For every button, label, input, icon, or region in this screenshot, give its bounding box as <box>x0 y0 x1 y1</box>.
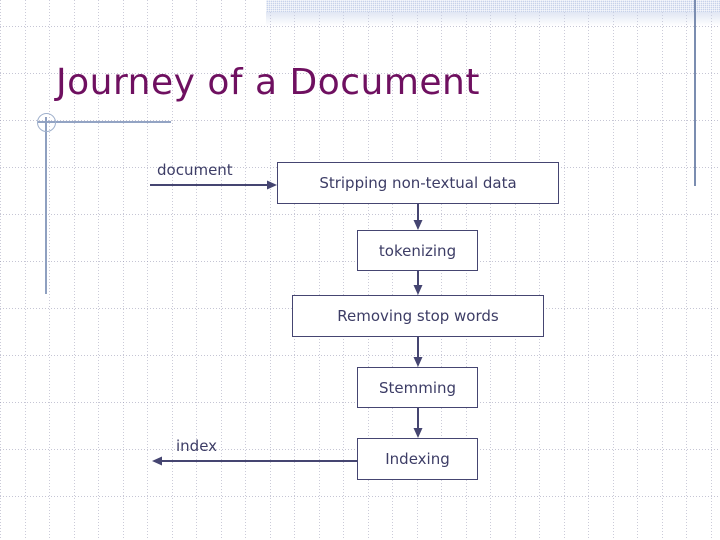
arrow-indexing-to-index <box>150 452 362 470</box>
arrow-stripping-to-tokenizing <box>410 203 426 231</box>
flow-box-stripping-non-textual-data[interactable]: Stripping non-textual data <box>277 162 559 204</box>
grid-line-horizontal <box>0 26 720 27</box>
decoration-vertical-rule <box>45 117 47 294</box>
arrow-removing-stop-words-to-stemming <box>410 337 426 368</box>
decoration-horizontal-rule <box>38 121 171 123</box>
flow-box-label: Stemming <box>378 378 457 397</box>
grid-line-horizontal <box>0 496 720 497</box>
decoration-circle-icon <box>37 113 56 132</box>
grid-line-vertical <box>662 0 663 540</box>
label-index: index <box>176 437 218 455</box>
grid-line-vertical <box>613 0 614 540</box>
arrow-tokenizing-to-removing-stop-words <box>410 270 426 296</box>
grid-line-vertical <box>490 0 491 540</box>
top-accent-band-fade <box>266 12 720 26</box>
grid-line-vertical <box>711 0 712 540</box>
grid-line-vertical <box>0 0 1 540</box>
flow-box-label: Stripping non-textual data <box>319 174 517 192</box>
grid-line-vertical <box>25 0 26 540</box>
grid-line-horizontal <box>0 355 720 356</box>
grid-line-vertical <box>588 0 589 540</box>
flow-box-label: Indexing <box>385 450 450 468</box>
arrow-document-to-stripping <box>150 176 280 194</box>
label-document: document <box>157 161 233 179</box>
flow-box-stemming[interactable]: Stemming <box>357 367 478 408</box>
flow-box-label: tokenizing <box>378 241 457 260</box>
flow-box-removing-stop-words[interactable]: Removing stop words <box>292 295 544 337</box>
flow-box-tokenizing[interactable]: tokenizing <box>357 230 478 271</box>
top-accent-band <box>266 0 720 12</box>
arrow-stemming-to-indexing <box>410 408 426 439</box>
grid-line-vertical <box>637 0 638 540</box>
flow-box-indexing[interactable]: Indexing <box>357 438 478 480</box>
grid-line-vertical <box>564 0 565 540</box>
page-title: Journey of a Document <box>56 62 480 103</box>
grid-line-horizontal <box>0 214 720 215</box>
grid-line-vertical <box>686 0 687 540</box>
right-accent-rule <box>694 0 696 186</box>
flow-box-label: Removing stop words <box>337 307 499 325</box>
grid-line-vertical <box>539 0 540 540</box>
grid-line-vertical <box>49 0 50 540</box>
grid-line-vertical <box>515 0 516 540</box>
